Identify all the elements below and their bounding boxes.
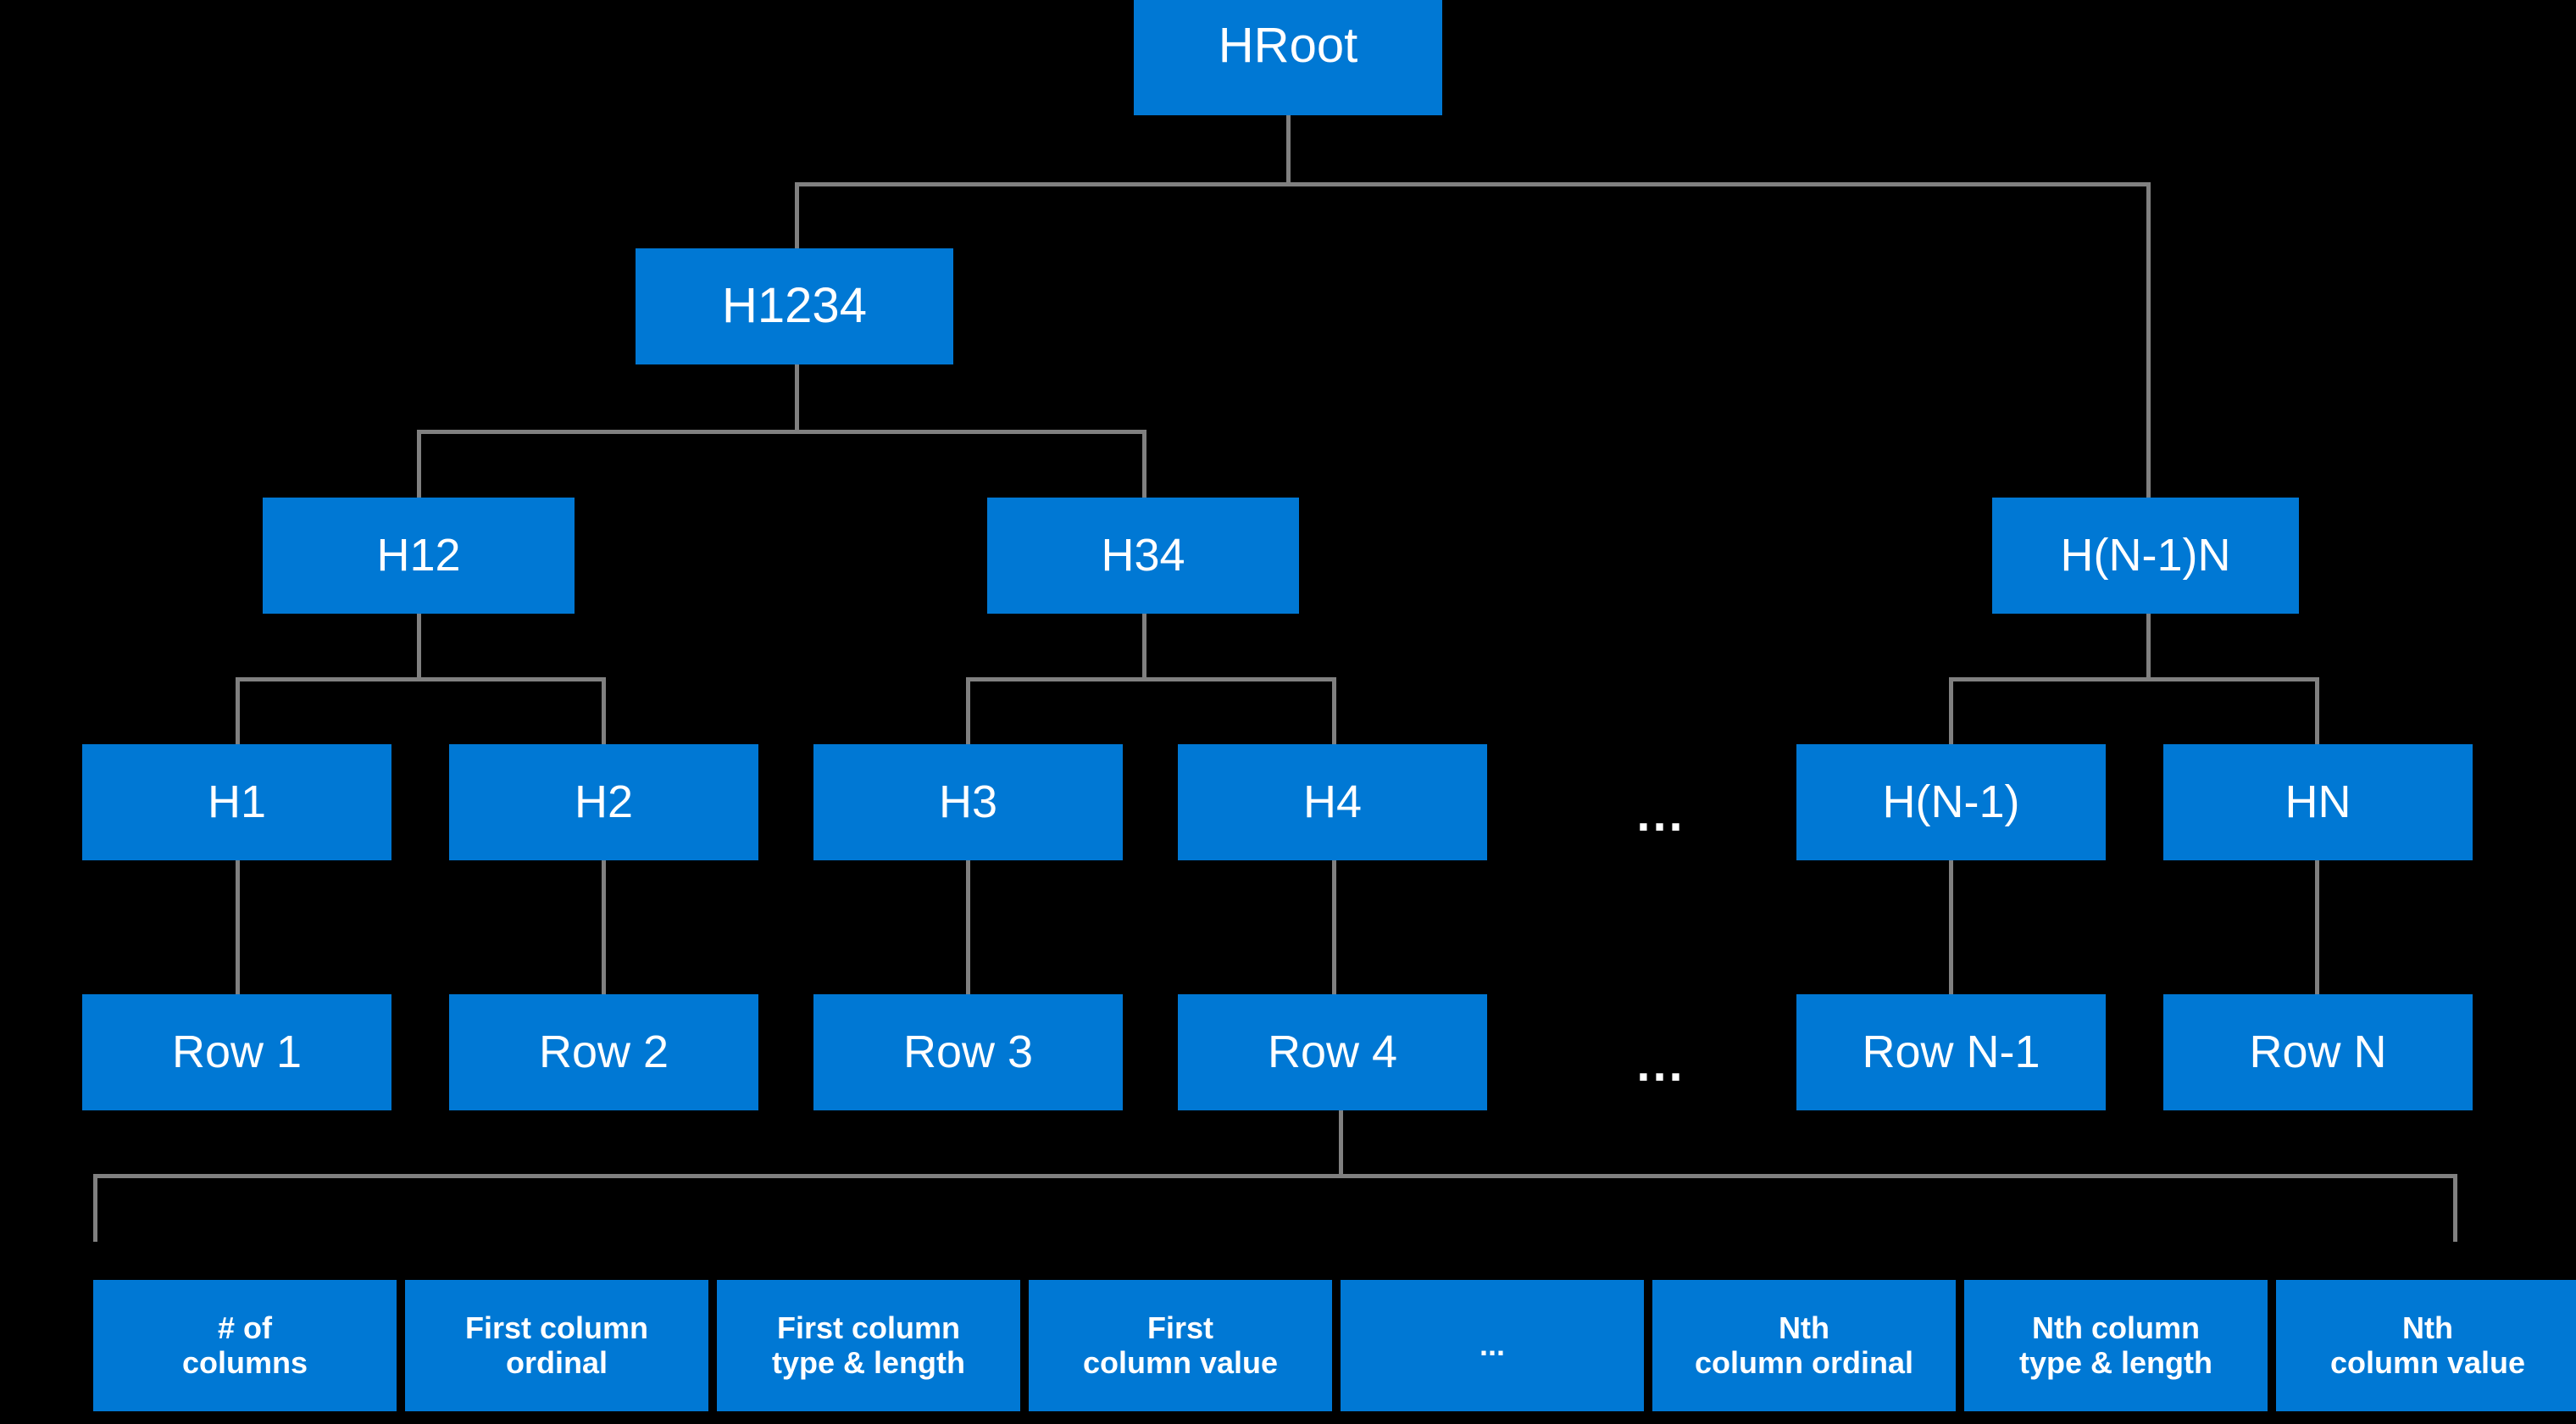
connector-hroot-bus — [795, 182, 2151, 186]
connector-hn1-to-rown1 — [1949, 860, 1953, 996]
connector-bus-to-hn1n — [2146, 182, 2151, 499]
node-label: Row 3 — [902, 1026, 1034, 1078]
record-field-line: Nth column — [2032, 1310, 2200, 1346]
node-rown1[interactable]: Row N-1 — [1796, 994, 2106, 1110]
record-field-line: column ordinal — [1694, 1344, 1913, 1380]
node-hn1n[interactable]: H(N-1)N — [1992, 498, 2299, 614]
record-field-line: First column — [464, 1310, 649, 1346]
node-label: H1234 — [722, 278, 867, 334]
connector-record-bus-right-tick — [2453, 1174, 2457, 1242]
node-label: H34 — [1101, 530, 1185, 581]
connector-hroot-stem — [1286, 115, 1291, 185]
connector-h12-bus — [236, 677, 605, 681]
node-row3[interactable]: Row 3 — [813, 994, 1123, 1110]
connector-h34-stem — [1142, 614, 1146, 680]
node-label: Row 1 — [171, 1026, 303, 1078]
record-field-line: column value — [1082, 1344, 1279, 1380]
node-label: Row N-1 — [1862, 1026, 2040, 1078]
connector-bus-to-hn — [2315, 677, 2319, 747]
node-h1[interactable]: H1 — [82, 744, 391, 860]
record-field-line: columns — [181, 1344, 308, 1380]
record-field-line: # of — [217, 1310, 272, 1346]
connector-bus-to-h2 — [602, 677, 606, 747]
node-label: H(N-1) — [1882, 776, 2020, 828]
connector-h2-to-row2 — [602, 860, 606, 996]
node-label: H12 — [376, 530, 461, 581]
connector-bus-to-h34 — [1142, 430, 1146, 499]
node-h3[interactable]: H3 — [813, 744, 1123, 860]
connector-bus-to-h1234 — [795, 182, 799, 250]
node-label: H3 — [938, 776, 998, 828]
node-hn[interactable]: HN — [2163, 744, 2473, 860]
record-field-record-ellipsis[interactable]: ... — [1341, 1280, 1644, 1411]
node-rown[interactable]: Row N — [2163, 994, 2473, 1110]
connector-h1234-stem — [795, 364, 799, 432]
connector-hn1n-bus — [1949, 677, 2318, 681]
node-row1[interactable]: Row 1 — [82, 994, 391, 1110]
connector-bus-to-hn1 — [1949, 677, 1953, 747]
connector-h12-stem — [417, 614, 421, 680]
record-field-line: ... — [1479, 1327, 1505, 1363]
record-field-line: type & length — [771, 1344, 965, 1380]
node-hroot[interactable]: HRoot — [1134, 0, 1442, 115]
connector-bus-to-h4 — [1332, 677, 1336, 747]
connector-h34-bus — [966, 677, 1335, 681]
node-label: HN — [2285, 776, 2351, 828]
connector-bus-to-h12 — [417, 430, 421, 499]
connector-record-bus — [93, 1174, 2457, 1178]
connector-h4-to-row4 — [1332, 860, 1336, 996]
node-h1234[interactable]: H1234 — [636, 248, 953, 364]
node-h34[interactable]: H34 — [987, 498, 1299, 614]
node-h12[interactable]: H12 — [263, 498, 575, 614]
node-row2[interactable]: Row 2 — [449, 994, 758, 1110]
record-field-line: Nth — [2402, 1310, 2453, 1346]
record-field-line: type & length — [2018, 1344, 2212, 1380]
connector-h1234-bus — [417, 430, 1146, 434]
node-label: H4 — [1302, 776, 1363, 828]
node-label: Row 4 — [1267, 1026, 1398, 1078]
node-label: H(N-1)N — [2060, 530, 2231, 581]
record-field-line: First — [1146, 1310, 1213, 1346]
connector-bus-to-h1 — [236, 677, 240, 747]
node-label: Row N — [2249, 1026, 2387, 1078]
record-field-line: First column — [776, 1310, 960, 1346]
node-h4[interactable]: H4 — [1178, 744, 1487, 860]
connector-hn1n-stem — [2146, 614, 2151, 680]
node-label: HRoot — [1218, 17, 1358, 73]
connector-h1-to-row1 — [236, 860, 240, 996]
node-h2[interactable]: H2 — [449, 744, 758, 860]
connector-h3-to-row3 — [966, 860, 970, 996]
node-hn1[interactable]: H(N-1) — [1796, 744, 2106, 860]
record-field-line: ordinal — [505, 1344, 608, 1380]
node-row4[interactable]: Row 4 — [1178, 994, 1487, 1110]
record-field-label: ... — [1479, 1327, 1505, 1363]
connector-record-bus-left-tick — [93, 1174, 97, 1242]
connector-hn-to-rown — [2315, 860, 2319, 996]
connector-bus-to-h3 — [966, 677, 970, 747]
record-field-line: column value — [2329, 1344, 2526, 1380]
record-field-line: Nth — [1779, 1310, 1829, 1346]
node-label: Row 2 — [538, 1026, 669, 1078]
ellipsis-level-4: ... — [1636, 786, 1685, 842]
connector-row4-to-record — [1339, 1110, 1343, 1178]
ellipsis-row-level: ... — [1636, 1036, 1685, 1092]
node-label: H1 — [207, 776, 267, 828]
node-label: H2 — [574, 776, 634, 828]
